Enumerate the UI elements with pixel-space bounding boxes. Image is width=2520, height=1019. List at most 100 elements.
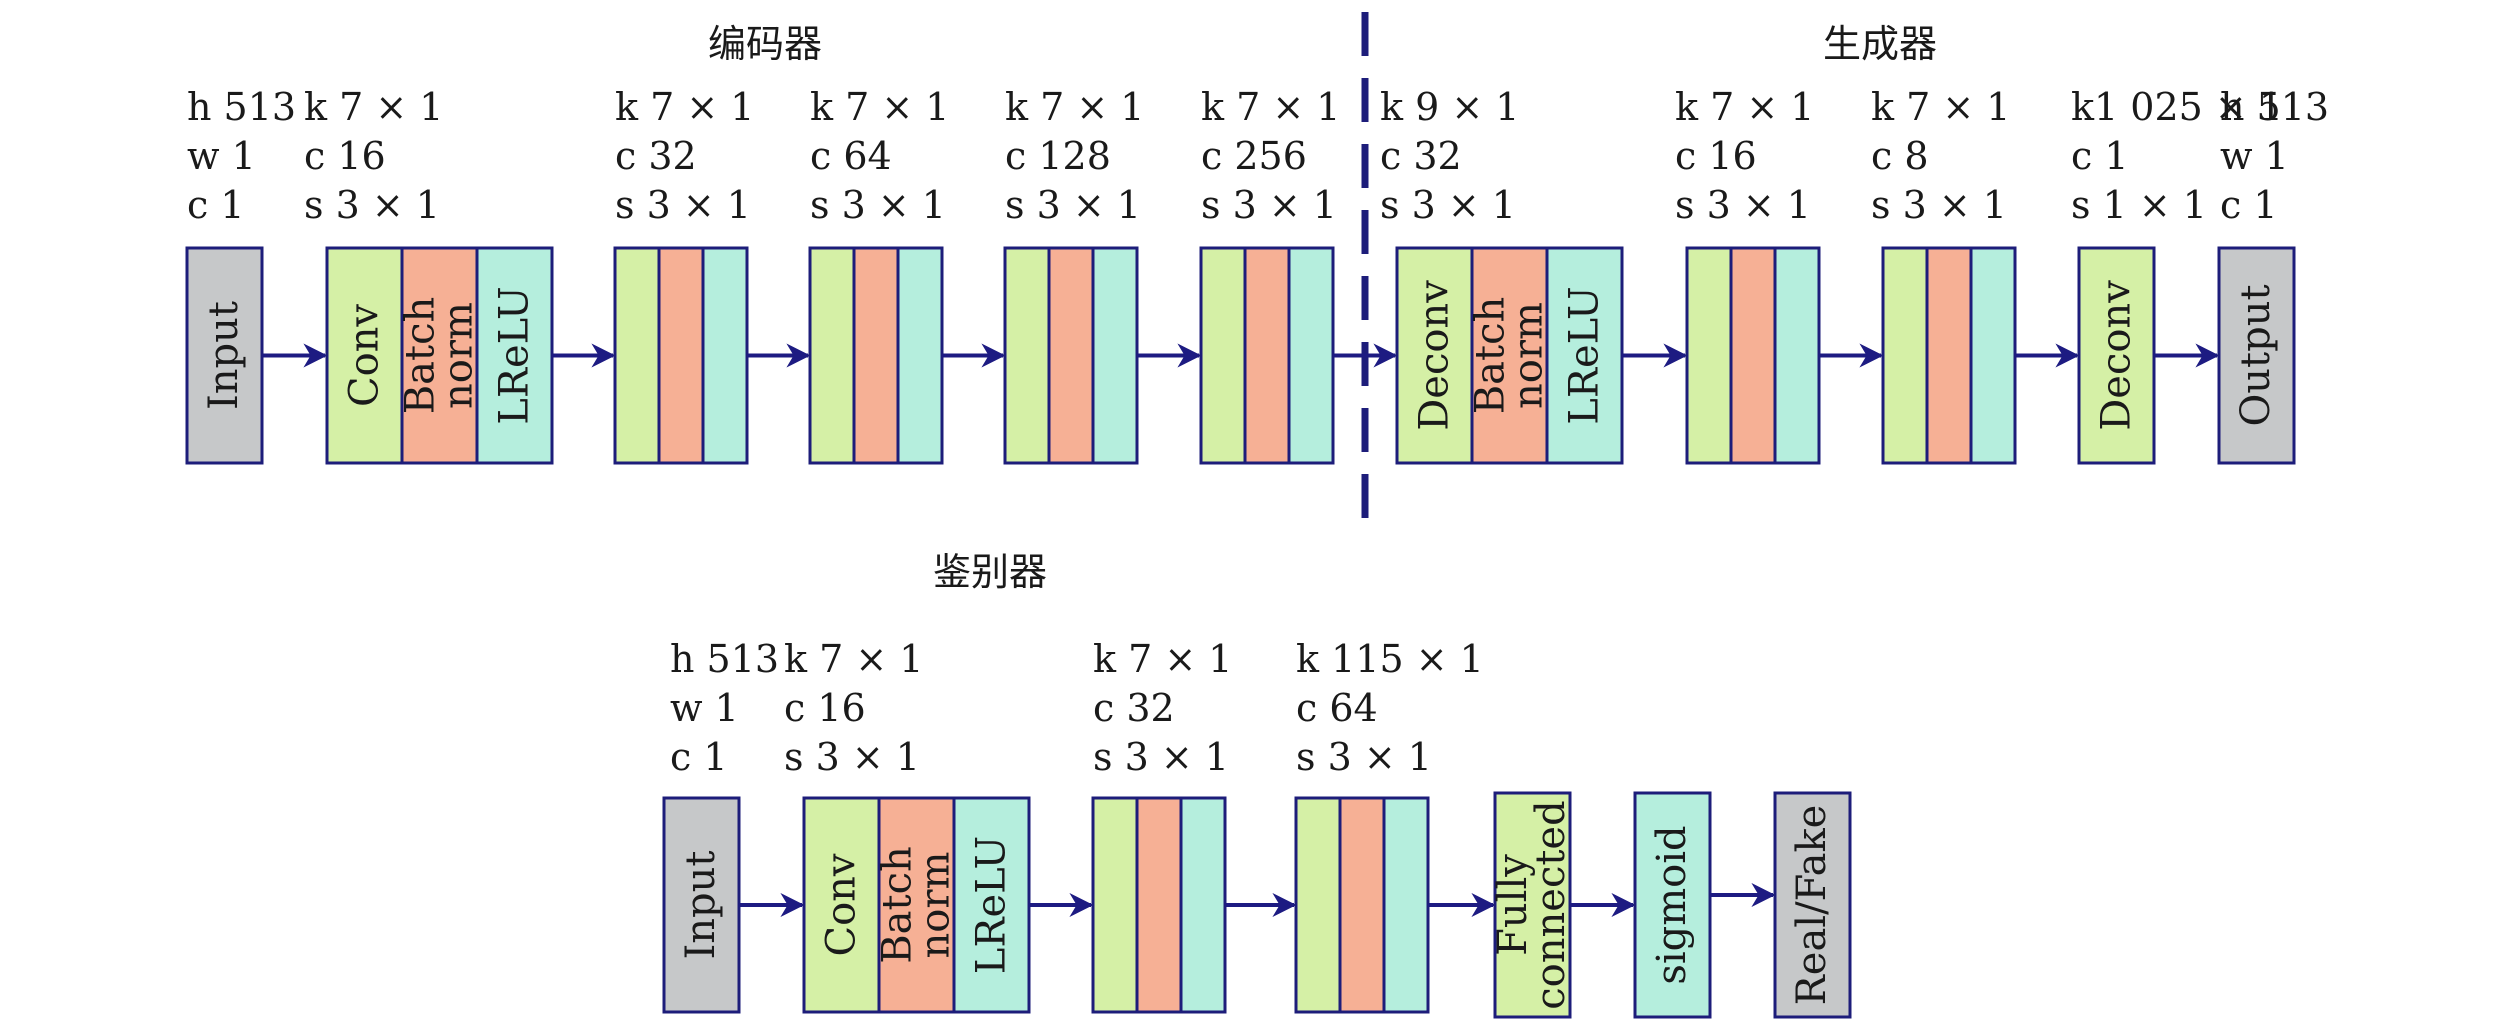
top-stage-4-batch-norm-layer <box>1047 246 1095 465</box>
bottom-input-block <box>662 796 741 1014</box>
bottom-stage-1-batch-norm-layer-label-line: norm <box>913 852 959 959</box>
bottom-stage-1-batch-norm-layer-label-line: Batch <box>875 846 921 963</box>
sigmoid-block <box>1633 791 1712 1019</box>
top-stage-6-lrelu-layer-label: LReLU <box>1562 286 1608 424</box>
real-fake-label: Real/Fake <box>1789 805 1835 1006</box>
bottom-stage-2-param: k 7 × 1 <box>1093 637 1232 681</box>
top-stage-6-lrelu-layer-label-line: LReLU <box>1562 286 1608 424</box>
top-stage-5-param: k 7 × 1 <box>1201 85 1340 129</box>
bottom-stage-2-conv-layer <box>1091 796 1139 1014</box>
top-stage-3-param: c 64 <box>810 134 892 178</box>
top-stage-6-param: k 9 × 1 <box>1380 85 1519 129</box>
top-output-label-line: Output <box>2233 284 2279 426</box>
top-stage-2-param: c 32 <box>615 134 697 178</box>
top-stage-9-param: c 1 <box>2071 134 2129 178</box>
top-stage-1-param: s 3 × 1 <box>304 183 440 227</box>
bottom-stage-1-param: k 7 × 1 <box>784 637 923 681</box>
top-stage-6-lrelu-layer <box>1545 246 1624 465</box>
top-stage-1-batch-norm-layer-label-line: norm <box>436 302 482 409</box>
sigmoid-label: sigmoid <box>1649 825 1695 984</box>
bottom-stage-2-batch-norm-layer <box>1135 796 1183 1014</box>
top-stage-1-param: k 7 × 1 <box>304 85 443 129</box>
top-stage-1-conv-layer <box>325 246 404 465</box>
top-stage-6-conv-layer-label: Deconv <box>1412 280 1458 431</box>
top-stage-5-conv-layer <box>1199 246 1247 465</box>
top-stage-7-param: s 3 × 1 <box>1675 183 1811 227</box>
bottom-stage-3-lrelu-layer <box>1382 796 1430 1014</box>
discriminator-title: 鉴别器 <box>933 550 1047 594</box>
bottom-input-label-line: Input <box>678 850 724 959</box>
top-stage-7-param: c 16 <box>1675 134 1757 178</box>
bottom-stage-1-conv-layer-label-line: Conv <box>819 853 865 956</box>
top-stage-8-param: c 8 <box>1871 134 1929 178</box>
real-fake-label-line: Real/Fake <box>1789 805 1835 1006</box>
bottom-stage-3-param: k 115 × 1 <box>1296 637 1484 681</box>
bottom-stage-1-lrelu-layer-label-line: LReLU <box>969 836 1015 974</box>
top-stage-9-deconv-layer <box>2077 246 2156 465</box>
bottom-stage-1-lrelu-layer-label: LReLU <box>969 836 1015 974</box>
top-stage-3-conv-layer <box>808 246 856 465</box>
top-input-param: h 513 <box>187 85 296 129</box>
top-stage-5-param: s 3 × 1 <box>1201 183 1337 227</box>
top-stage-6-conv-layer-label-line: Deconv <box>1412 280 1458 431</box>
bottom-stage-1-conv-layer-label: Conv <box>819 853 865 956</box>
top-stage-2-param: k 7 × 1 <box>615 85 754 129</box>
top-stage-1-batch-norm-layer-label-line: Batch <box>398 297 444 414</box>
fully-connected-block <box>1493 791 1572 1019</box>
bottom-stage-1-batch-norm-layer <box>877 796 956 1014</box>
top-input-param: c 1 <box>187 183 245 227</box>
real-fake-block <box>1773 791 1852 1019</box>
top-stage-7-batch-norm-layer <box>1729 246 1777 465</box>
generator-title: 生成器 <box>1823 22 1937 66</box>
top-stage-2-batch-norm-layer <box>657 246 705 465</box>
top-input-param: w 1 <box>187 134 256 178</box>
top-stage-9-param: k1 025 × 1 <box>2071 85 2283 129</box>
top-stage-3-lrelu-layer <box>896 246 944 465</box>
bottom-stage-3-param: c 64 <box>1296 686 1378 730</box>
top-output-label: Output <box>2233 284 2279 426</box>
top-stage-2-param: s 3 × 1 <box>615 183 751 227</box>
bottom-stage-2-param: s 3 × 1 <box>1093 735 1229 779</box>
bottom-stage-1-param: s 3 × 1 <box>784 735 920 779</box>
top-stage-1-conv-layer-label-line: Conv <box>342 304 388 407</box>
bottom-stage-1-lrelu-layer <box>952 796 1031 1014</box>
top-output-param: h 513 <box>2220 85 2329 129</box>
top-output-param: c 1 <box>2220 183 2278 227</box>
bottom-stage-1-param: c 16 <box>784 686 866 730</box>
top-stage-4-param: k 7 × 1 <box>1005 85 1144 129</box>
top-stage-6-batch-norm-layer-label-line: Batch <box>1468 297 1514 414</box>
top-stage-1-param: c 16 <box>304 134 386 178</box>
top-stage-8-lrelu-layer <box>1969 246 2017 465</box>
top-stage-4-param: s 3 × 1 <box>1005 183 1141 227</box>
top-stage-6-batch-norm-layer-label-line: norm <box>1506 302 1552 409</box>
top-stage-8-conv-layer <box>1881 246 1929 465</box>
top-stage-6-param: c 32 <box>1380 134 1462 178</box>
bottom-stage-3-conv-layer <box>1294 796 1342 1014</box>
top-stage-1-lrelu-layer-label-line: LReLU <box>492 286 538 424</box>
top-output-block <box>2217 246 2296 465</box>
top-stage-2-lrelu-layer <box>701 246 749 465</box>
bottom-input-label: Input <box>678 850 724 959</box>
sigmoid-label-line: sigmoid <box>1649 825 1695 984</box>
top-stage-4-param: c 128 <box>1005 134 1111 178</box>
encoder-title: 编码器 <box>708 22 822 66</box>
top-stage-1-conv-layer-label: Conv <box>342 304 388 407</box>
top-stage-6-param: s 3 × 1 <box>1380 183 1516 227</box>
top-stage-7-conv-layer <box>1685 246 1733 465</box>
top-stage-6-batch-norm-layer <box>1470 246 1549 465</box>
top-stage-4-conv-layer <box>1003 246 1051 465</box>
bottom-input-param: c 1 <box>670 735 728 779</box>
bottom-stage-3-batch-norm-layer <box>1338 796 1386 1014</box>
top-input-label-line: Input <box>201 301 247 410</box>
top-stage-1-lrelu-layer-label: LReLU <box>492 286 538 424</box>
top-stage-3-batch-norm-layer <box>852 246 900 465</box>
top-stage-8-batch-norm-layer <box>1925 246 1973 465</box>
top-stage-1-batch-norm-layer <box>400 246 479 465</box>
top-stage-6-conv-layer <box>1395 246 1474 465</box>
top-stage-7-lrelu-layer <box>1773 246 1821 465</box>
fully-connected-label-line: Fully <box>1490 854 1536 956</box>
top-stage-3-param: k 7 × 1 <box>810 85 949 129</box>
